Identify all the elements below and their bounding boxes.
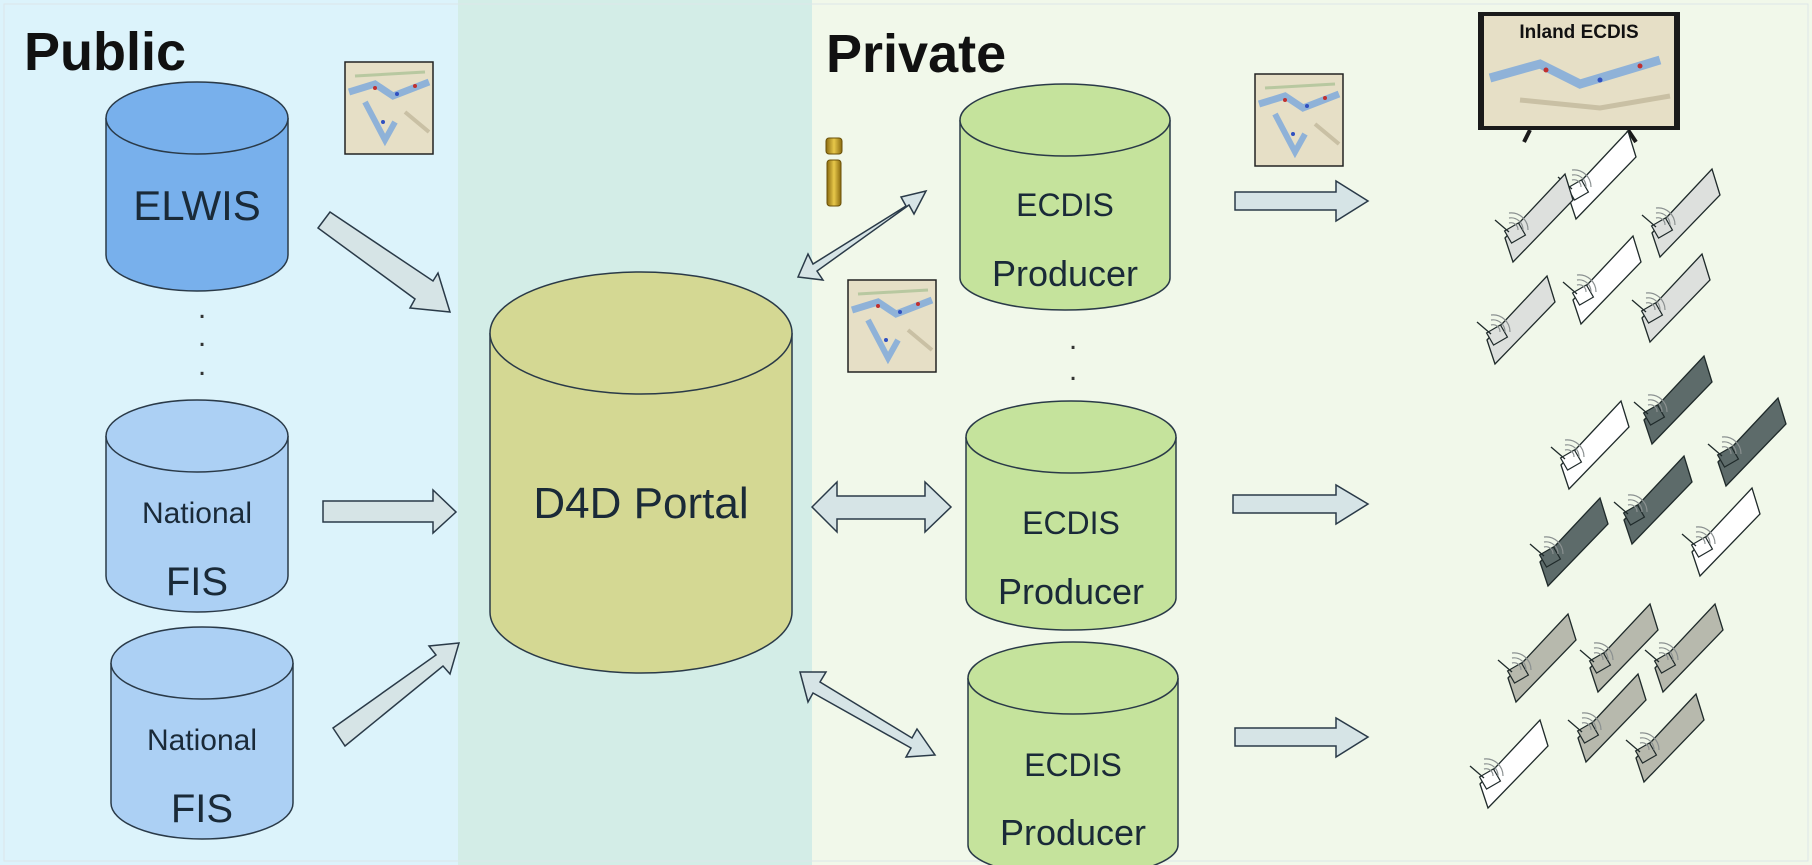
source-ellipsis: . — [198, 292, 206, 325]
ship-icon — [1497, 612, 1577, 704]
national-fis-1-line1: National — [142, 497, 252, 530]
ship-icon — [1567, 672, 1647, 764]
arrow-producer-1-to-ships — [1234, 179, 1370, 223]
arrow-portal-producer-2 — [810, 480, 953, 534]
ship-icon — [1633, 354, 1713, 446]
ship-icon — [1557, 129, 1637, 221]
d4d-portal-database: D4D Portal — [489, 271, 793, 674]
ship-icon — [1641, 167, 1721, 259]
national-fis-database-1: National FIS — [105, 399, 289, 613]
ecdis-producer-database-1: ECDIS Producer — [959, 83, 1171, 311]
info-icon — [825, 137, 843, 207]
inland-ecdis-label: Inland ECDIS — [1519, 22, 1638, 43]
elwis-database: ELWIS — [105, 81, 289, 292]
ecdis-producer-database-3: ECDIS Producer — [967, 641, 1179, 865]
producer-2-line2: Producer — [998, 571, 1144, 612]
ship-icon — [1494, 172, 1574, 264]
national-fis-2-line2: FIS — [171, 787, 233, 831]
national-fis-2-line1: National — [147, 724, 257, 757]
ship-icon — [1644, 602, 1724, 694]
ecdis-producer-database-2: ECDIS Producer — [965, 400, 1177, 631]
national-fis-1-line2: FIS — [166, 560, 228, 604]
elwis-label: ELWIS — [133, 182, 261, 229]
producer-1-line2: Producer — [992, 253, 1138, 294]
ship-fleets — [1469, 129, 1787, 810]
arrow-portal-producer-1 — [796, 189, 928, 281]
private-title: Private — [826, 24, 1006, 84]
public-title: Public — [24, 22, 186, 82]
map-thumbnail-icon — [848, 280, 936, 372]
ship-icon — [1469, 718, 1549, 810]
arrow-elwis-to-portal — [316, 210, 452, 313]
producer-3-line1: ECDIS — [1024, 747, 1122, 783]
svg-text:.: . — [1069, 354, 1077, 387]
arrow-fis1-to-portal — [322, 488, 458, 535]
ship-icon — [1562, 234, 1642, 326]
ship-icon — [1529, 496, 1609, 588]
producer-2-line1: ECDIS — [1022, 505, 1120, 541]
arrow-portal-producer-3 — [799, 671, 937, 758]
arrow-producer-3-to-ships — [1234, 716, 1370, 759]
svg-text:.: . — [198, 349, 206, 382]
producer-1-line1: ECDIS — [1016, 187, 1114, 223]
svg-text:.: . — [198, 320, 206, 353]
arrow-producer-2-to-ships — [1232, 483, 1370, 526]
ship-icon — [1476, 274, 1556, 366]
map-thumbnail-icon — [1255, 74, 1343, 166]
ship-icon — [1550, 399, 1630, 491]
ship-icon — [1579, 602, 1659, 694]
producer-ellipsis: . — [1069, 323, 1077, 356]
national-fis-database-2: National FIS — [110, 626, 294, 840]
arrow-fis2-to-portal — [331, 642, 461, 748]
ship-icon — [1707, 396, 1787, 488]
producer-3-line2: Producer — [1000, 812, 1146, 853]
ship-icon — [1631, 252, 1711, 344]
map-thumbnail-icon — [345, 62, 433, 154]
ship-icon — [1625, 692, 1705, 784]
ship-icon — [1681, 486, 1761, 578]
ship-icon — [1613, 454, 1693, 546]
d4d-portal-label: D4D Portal — [533, 479, 748, 528]
tv-icon: Inland ECDIS — [1478, 12, 1680, 144]
